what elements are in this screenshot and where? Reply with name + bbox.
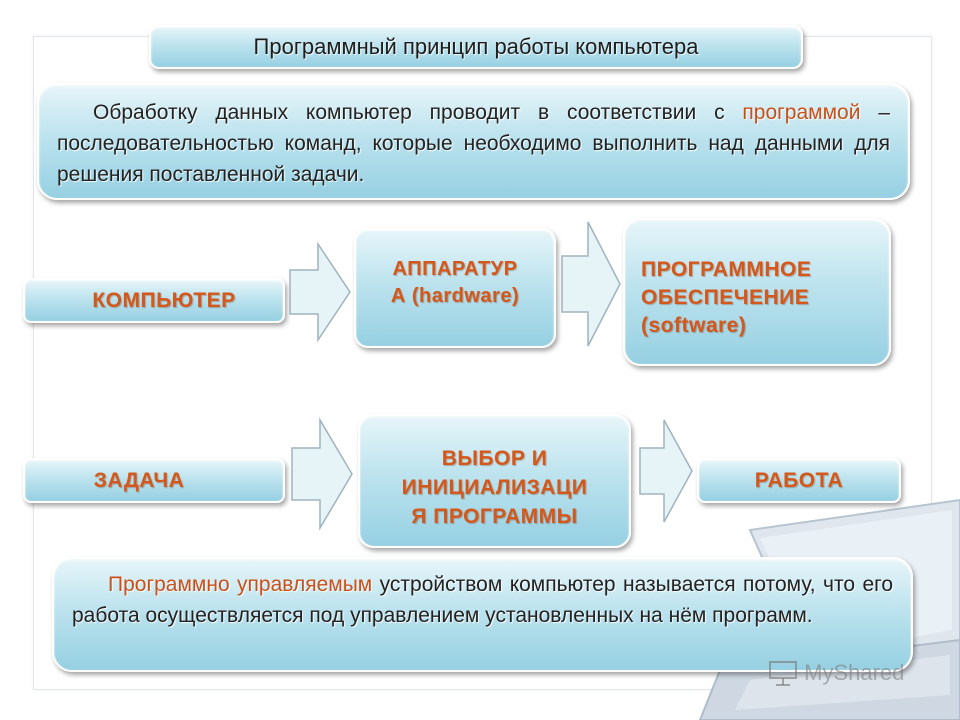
arrow-right-icon (561, 221, 621, 347)
work-box: РАБОТА (697, 458, 901, 503)
intro-text-after: – последовательностью команд, которые не… (57, 101, 890, 186)
choice-line2: ИНИЦИАЛИЗАЦИ (401, 476, 588, 499)
software-line1: ПРОГРАММНОЕ (641, 258, 812, 281)
presentation-logo-icon (769, 661, 797, 687)
hardware-line2: А (hardware) (390, 285, 520, 307)
choice-line3: Я ПРОГРАММЫ (411, 505, 578, 528)
arrow-right-icon (639, 419, 693, 523)
slide-title: Программный принцип работы компьютера (149, 25, 803, 69)
arrow-right-icon (291, 417, 353, 531)
watermark-text: MyShared (804, 660, 905, 686)
choice-init-box: ВЫБОР И ИНИЦИАЛИЗАЦИ Я ПРОГРАММЫ (358, 414, 631, 548)
computer-box: КОМПЬЮТЕР (23, 278, 285, 323)
task-box: ЗАДАЧА (23, 458, 285, 503)
intro-text-before: Обработку данных компьютер проводит в со… (93, 101, 743, 124)
conclusion-paragraph: Программно управляемым устройством компь… (52, 557, 913, 672)
intro-paragraph: Обработку данных компьютер проводит в со… (37, 83, 910, 200)
hardware-box: АППАРАТУР А (hardware) (354, 228, 556, 348)
arrow-right-icon (289, 241, 351, 343)
software-line2: ОБЕСПЕЧЕНИЕ (641, 286, 810, 309)
intro-highlight: программой (742, 101, 861, 124)
watermark: MyShared (768, 654, 928, 690)
software-line3: (software) (641, 314, 747, 337)
conclusion-highlight: Программно управляемым (108, 573, 373, 596)
hardware-line1: АППАРАТУР (392, 258, 518, 280)
software-box: ПРОГРАММНОЕ ОБЕСПЕЧЕНИЕ (software) (623, 218, 891, 366)
choice-line1: ВЫБОР И (441, 447, 548, 470)
conclusion-text: устройством компьютер называется потому,… (72, 573, 893, 627)
